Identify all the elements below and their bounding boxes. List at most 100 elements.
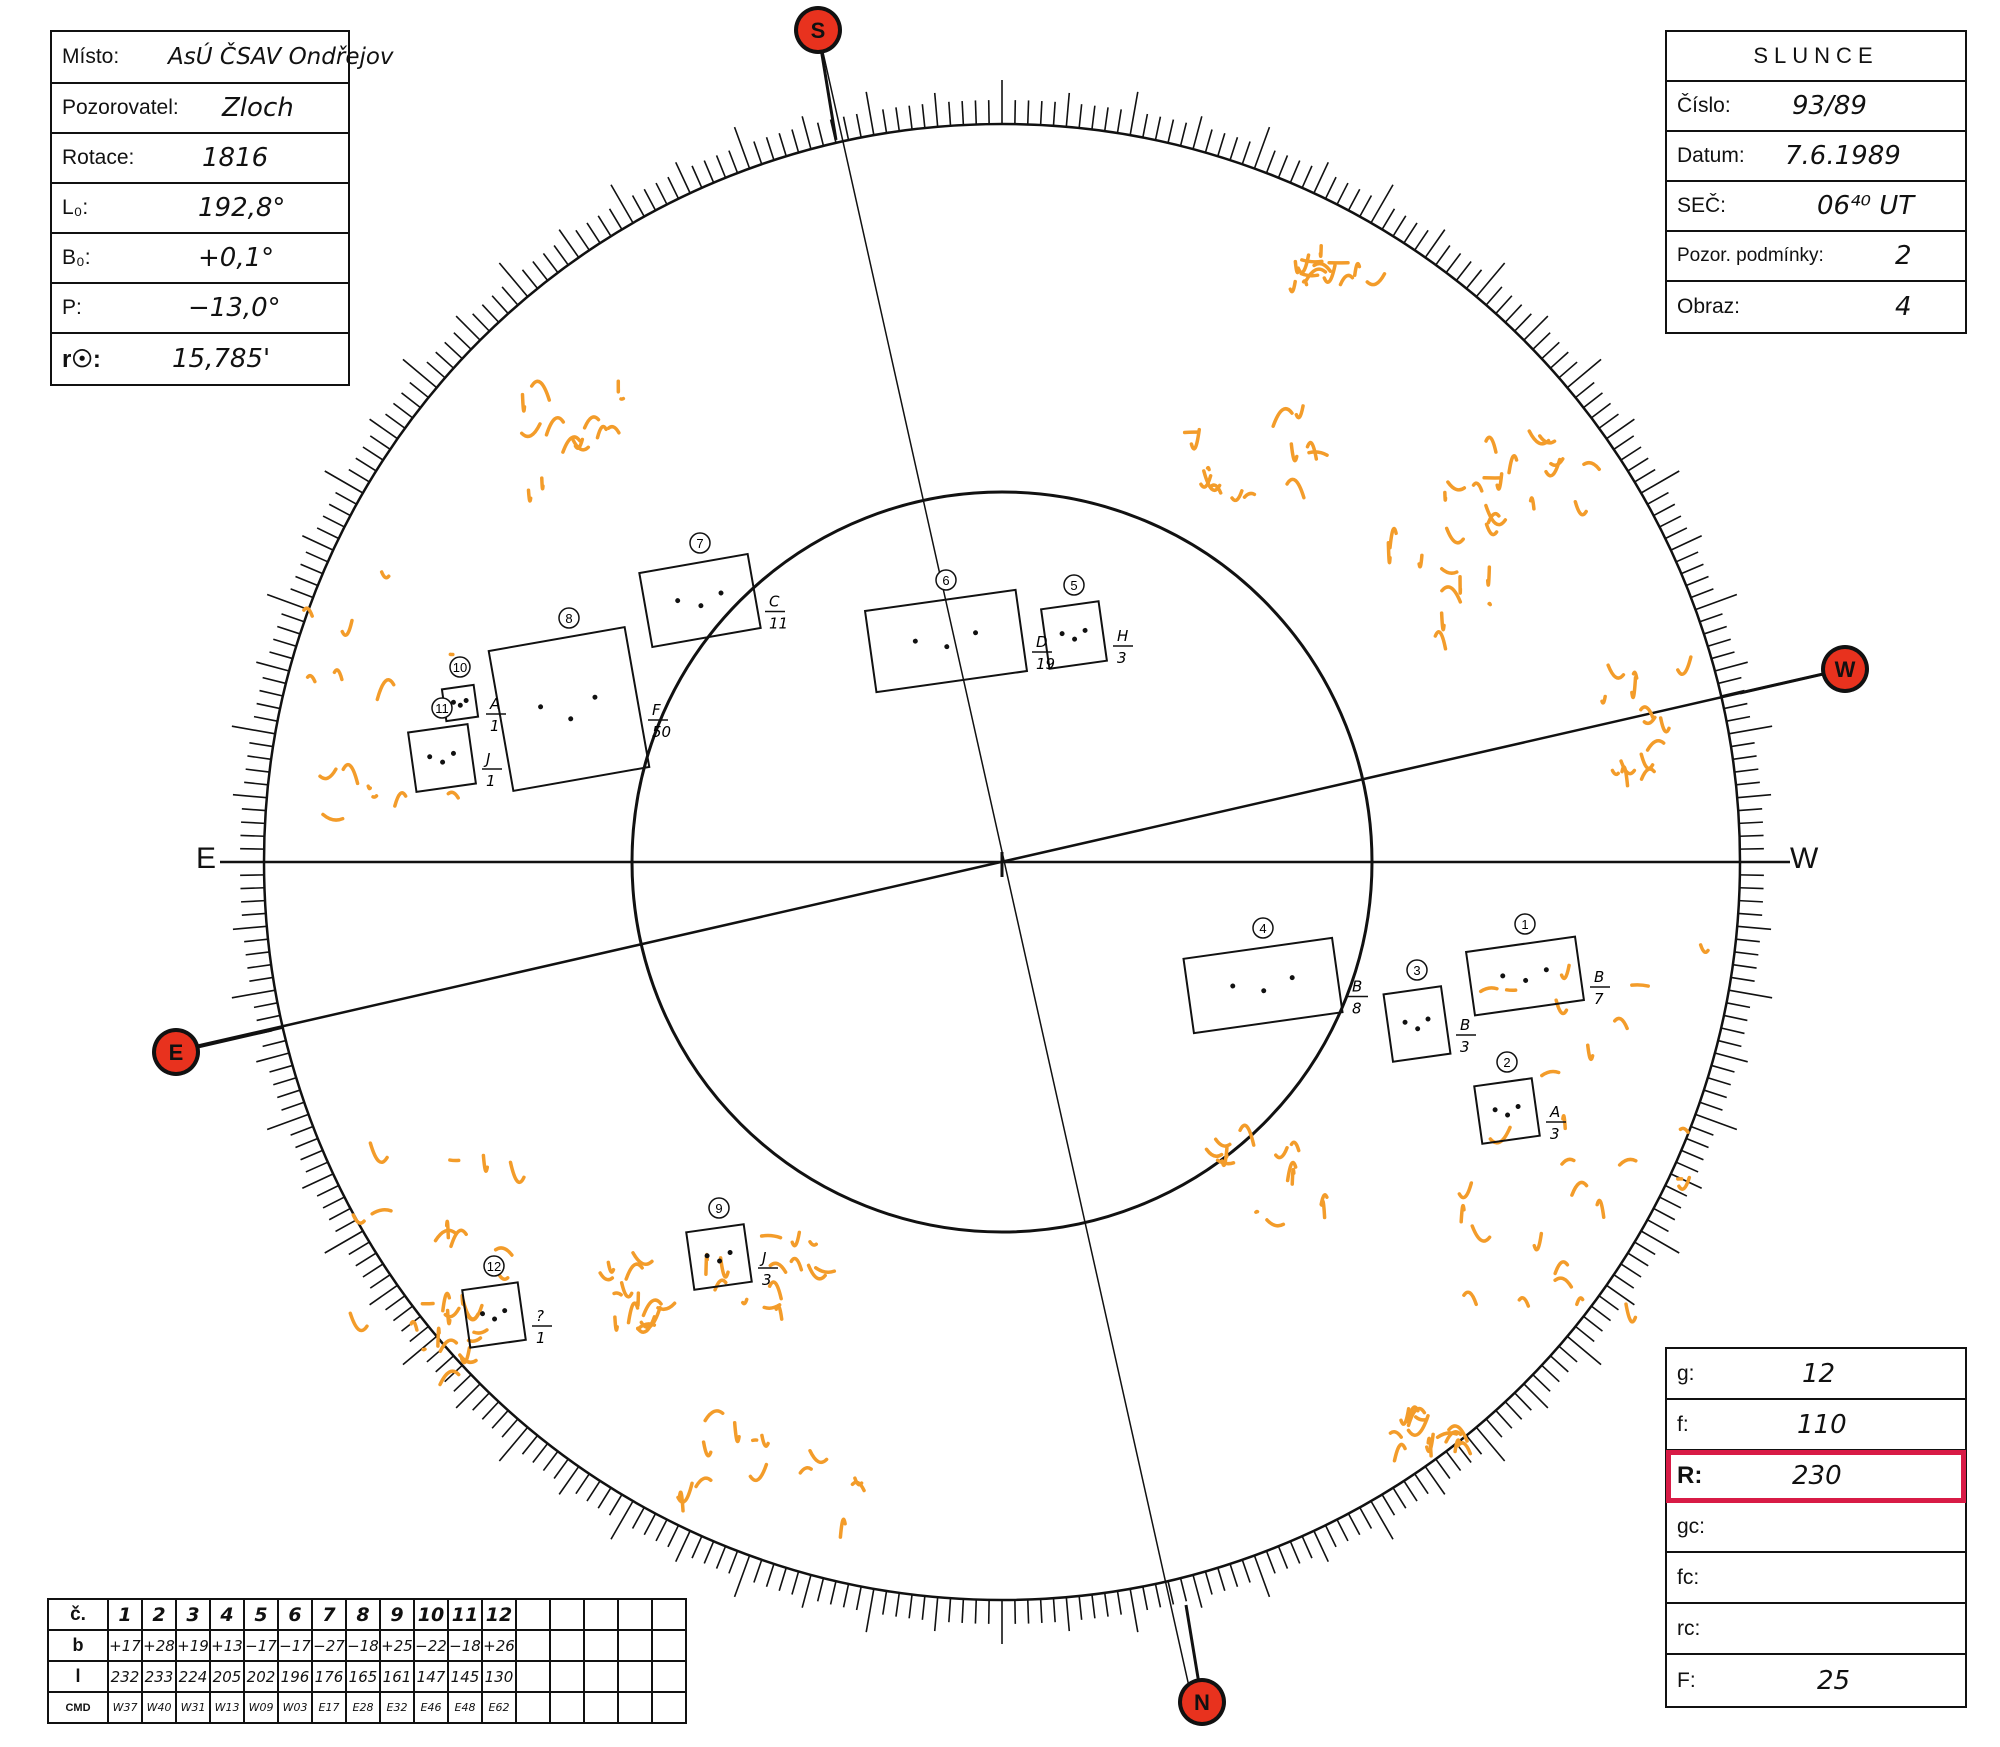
facula-stroke — [619, 1281, 634, 1299]
facula-stroke — [598, 1271, 615, 1282]
facula-stroke — [806, 1263, 827, 1281]
fc-label: fc: — [1677, 1565, 1700, 1589]
degree-tick — [481, 304, 500, 323]
degree-tick — [1541, 341, 1560, 360]
degree-tick — [498, 1426, 529, 1462]
degree-tick — [691, 165, 703, 189]
facula-stroke — [318, 767, 338, 781]
table-empty-cell — [617, 1598, 653, 1631]
degree-tick — [245, 768, 270, 773]
degree-tick — [1590, 402, 1612, 419]
degree-tick — [1685, 1137, 1709, 1149]
degree-tick — [655, 1519, 668, 1542]
degree-tick — [816, 1577, 825, 1602]
observer-label: Pozorovatel: — [62, 96, 179, 119]
degree-tick — [933, 1597, 939, 1632]
degree-tick — [1403, 1480, 1418, 1502]
observer-value: Zloch — [222, 93, 294, 123]
group-spot-count: 1 — [486, 772, 496, 790]
degree-tick — [1359, 195, 1373, 217]
b0-value: +0,1° — [198, 243, 275, 273]
facula-stroke — [1631, 670, 1639, 680]
table-cell: 1 — [107, 1598, 143, 1631]
degree-tick — [269, 651, 293, 660]
info-row-image: Obraz: 4 — [1667, 282, 1965, 332]
degree-tick — [1167, 1580, 1175, 1605]
info-row-place: Místo: AsÚ ČSAV Ondřejov — [52, 32, 394, 84]
degree-tick — [778, 133, 787, 157]
group-number-circle — [689, 532, 711, 554]
degree-tick — [328, 503, 351, 517]
degree-scale-ring — [220, 80, 1784, 1644]
big-f-value: 25 — [1817, 1665, 1851, 1696]
degree-tick — [266, 1113, 309, 1131]
facula-stroke — [508, 1160, 526, 1184]
table-cell: W09 — [243, 1691, 279, 1724]
table-cell: 161 — [379, 1660, 415, 1693]
facula-stroke — [1561, 1114, 1567, 1131]
g-value: 12 — [1802, 1358, 1836, 1389]
degree-tick — [733, 126, 751, 169]
table-empty-cell — [549, 1629, 585, 1662]
degree-tick — [1659, 1196, 1682, 1209]
degree-tick — [765, 1563, 775, 1587]
degree-tick — [610, 1500, 634, 1540]
degree-tick — [1253, 126, 1271, 169]
degree-tick — [1217, 133, 1226, 157]
degree-tick — [733, 1555, 751, 1598]
degree-tick — [1627, 457, 1649, 472]
table-empty-cell — [651, 1691, 687, 1724]
sunspot — [450, 750, 456, 756]
group-number-circle — [431, 697, 453, 719]
degree-tick — [895, 1592, 901, 1617]
table-cell: 196 — [277, 1660, 313, 1693]
group-number: 1 — [1521, 917, 1528, 932]
facula-stroke — [813, 1266, 837, 1275]
facula-stroke — [375, 678, 396, 702]
degree-tick — [948, 101, 952, 126]
degree-tick — [558, 1466, 580, 1495]
degree-tick — [1154, 1583, 1162, 1608]
degree-tick — [240, 834, 265, 838]
degree-tick — [1737, 793, 1772, 799]
facula-stroke — [1457, 1181, 1474, 1200]
degree-tick — [1435, 245, 1451, 266]
degree-tick — [369, 1274, 391, 1289]
facula-stroke — [1610, 768, 1620, 777]
degree-tick — [575, 1473, 590, 1495]
degree-tick — [1116, 1590, 1122, 1615]
degree-tick — [324, 470, 364, 494]
facula-stroke — [1392, 1442, 1407, 1463]
info-row-rotation: Rotace: 1816 — [52, 134, 348, 184]
facula-stroke — [1386, 541, 1392, 565]
table-empty-cell — [583, 1598, 619, 1631]
facula-stroke — [1585, 1043, 1595, 1062]
facula-stroke — [1294, 404, 1305, 420]
group-number: 10 — [453, 660, 467, 675]
degree-tick — [1403, 222, 1418, 244]
stats-row-f: f: 110 — [1667, 1400, 1965, 1451]
sunspot — [1425, 1016, 1431, 1022]
facula-stroke — [790, 1230, 802, 1248]
observation-info-box: Místo: AsÚ ČSAV Ondřejov Pozorovatel: Zl… — [50, 30, 394, 386]
degree-tick — [1734, 768, 1759, 773]
r-value: 230 — [1792, 1460, 1842, 1491]
degree-tick — [643, 1513, 657, 1536]
degree-tick — [842, 116, 850, 141]
table-cell: +13 — [209, 1629, 245, 1662]
group-number: 9 — [715, 1201, 722, 1216]
facula-stroke — [444, 1219, 451, 1240]
group-number: 12 — [487, 1259, 501, 1274]
table-cell: +25 — [379, 1629, 415, 1662]
sunspot — [1289, 975, 1295, 981]
spot-group-box — [1464, 935, 1586, 1017]
degree-tick — [1714, 661, 1748, 672]
degree-tick — [1103, 1592, 1109, 1617]
facula-stroke — [445, 1308, 452, 1326]
facula-stroke — [1388, 526, 1398, 550]
degree-tick — [1647, 491, 1669, 505]
degree-tick — [1730, 742, 1755, 748]
spot-group-4 — [1182, 936, 1344, 1035]
table-cell: +17 — [107, 1629, 143, 1662]
